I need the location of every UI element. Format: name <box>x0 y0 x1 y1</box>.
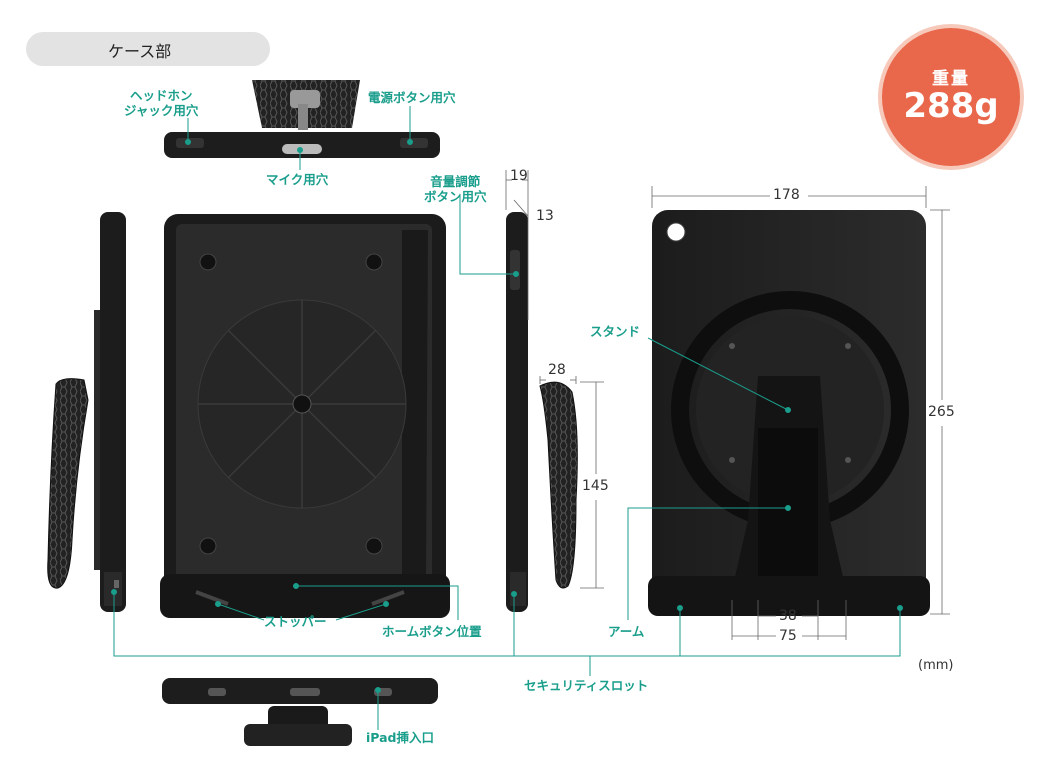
right-side-view <box>506 212 578 612</box>
weight-label: 重量 <box>932 69 970 89</box>
stopper-label: ストッパー <box>264 614 327 629</box>
section-title-pill: ケース部 <box>26 32 270 66</box>
stand-inner-dimension: 38 <box>779 608 797 624</box>
arm-width-dimension: 28 <box>548 362 566 378</box>
mic-hole-label: マイク用穴 <box>266 172 329 187</box>
stand-label: スタンド <box>590 324 641 339</box>
headphone-jack-label: ヘッドホン ジャック用穴 <box>124 88 199 118</box>
arm-length-dimension: 145 <box>582 478 609 494</box>
ipad-slot-label: iPad挿入口 <box>366 730 434 745</box>
weight-badge: 重量 288g <box>882 28 1020 166</box>
thickness-dimension: 19 <box>510 168 528 184</box>
unit-label: (mm) <box>918 658 954 673</box>
leader-lines <box>111 106 903 730</box>
volume-button-label: 音量調節 ボタン用穴 <box>424 174 487 204</box>
left-side-view <box>47 212 126 612</box>
power-button-label: 電源ボタン用穴 <box>368 90 456 105</box>
height-dimension: 265 <box>928 404 955 420</box>
section-title: ケース部 <box>108 42 172 61</box>
edge-dimension: 13 <box>536 208 554 224</box>
dimension-lines <box>505 170 950 640</box>
bottom-view-case <box>162 678 438 746</box>
security-slot-label: セキュリティスロット <box>524 678 649 693</box>
weight-value: 288g <box>903 86 999 126</box>
stand-outer-dimension: 75 <box>779 628 797 644</box>
home-button-label: ホームボタン位置 <box>382 624 482 639</box>
width-dimension: 178 <box>773 187 800 203</box>
arm-label: アーム <box>608 624 645 639</box>
back-view <box>648 210 930 616</box>
inner-front-view <box>160 214 450 618</box>
